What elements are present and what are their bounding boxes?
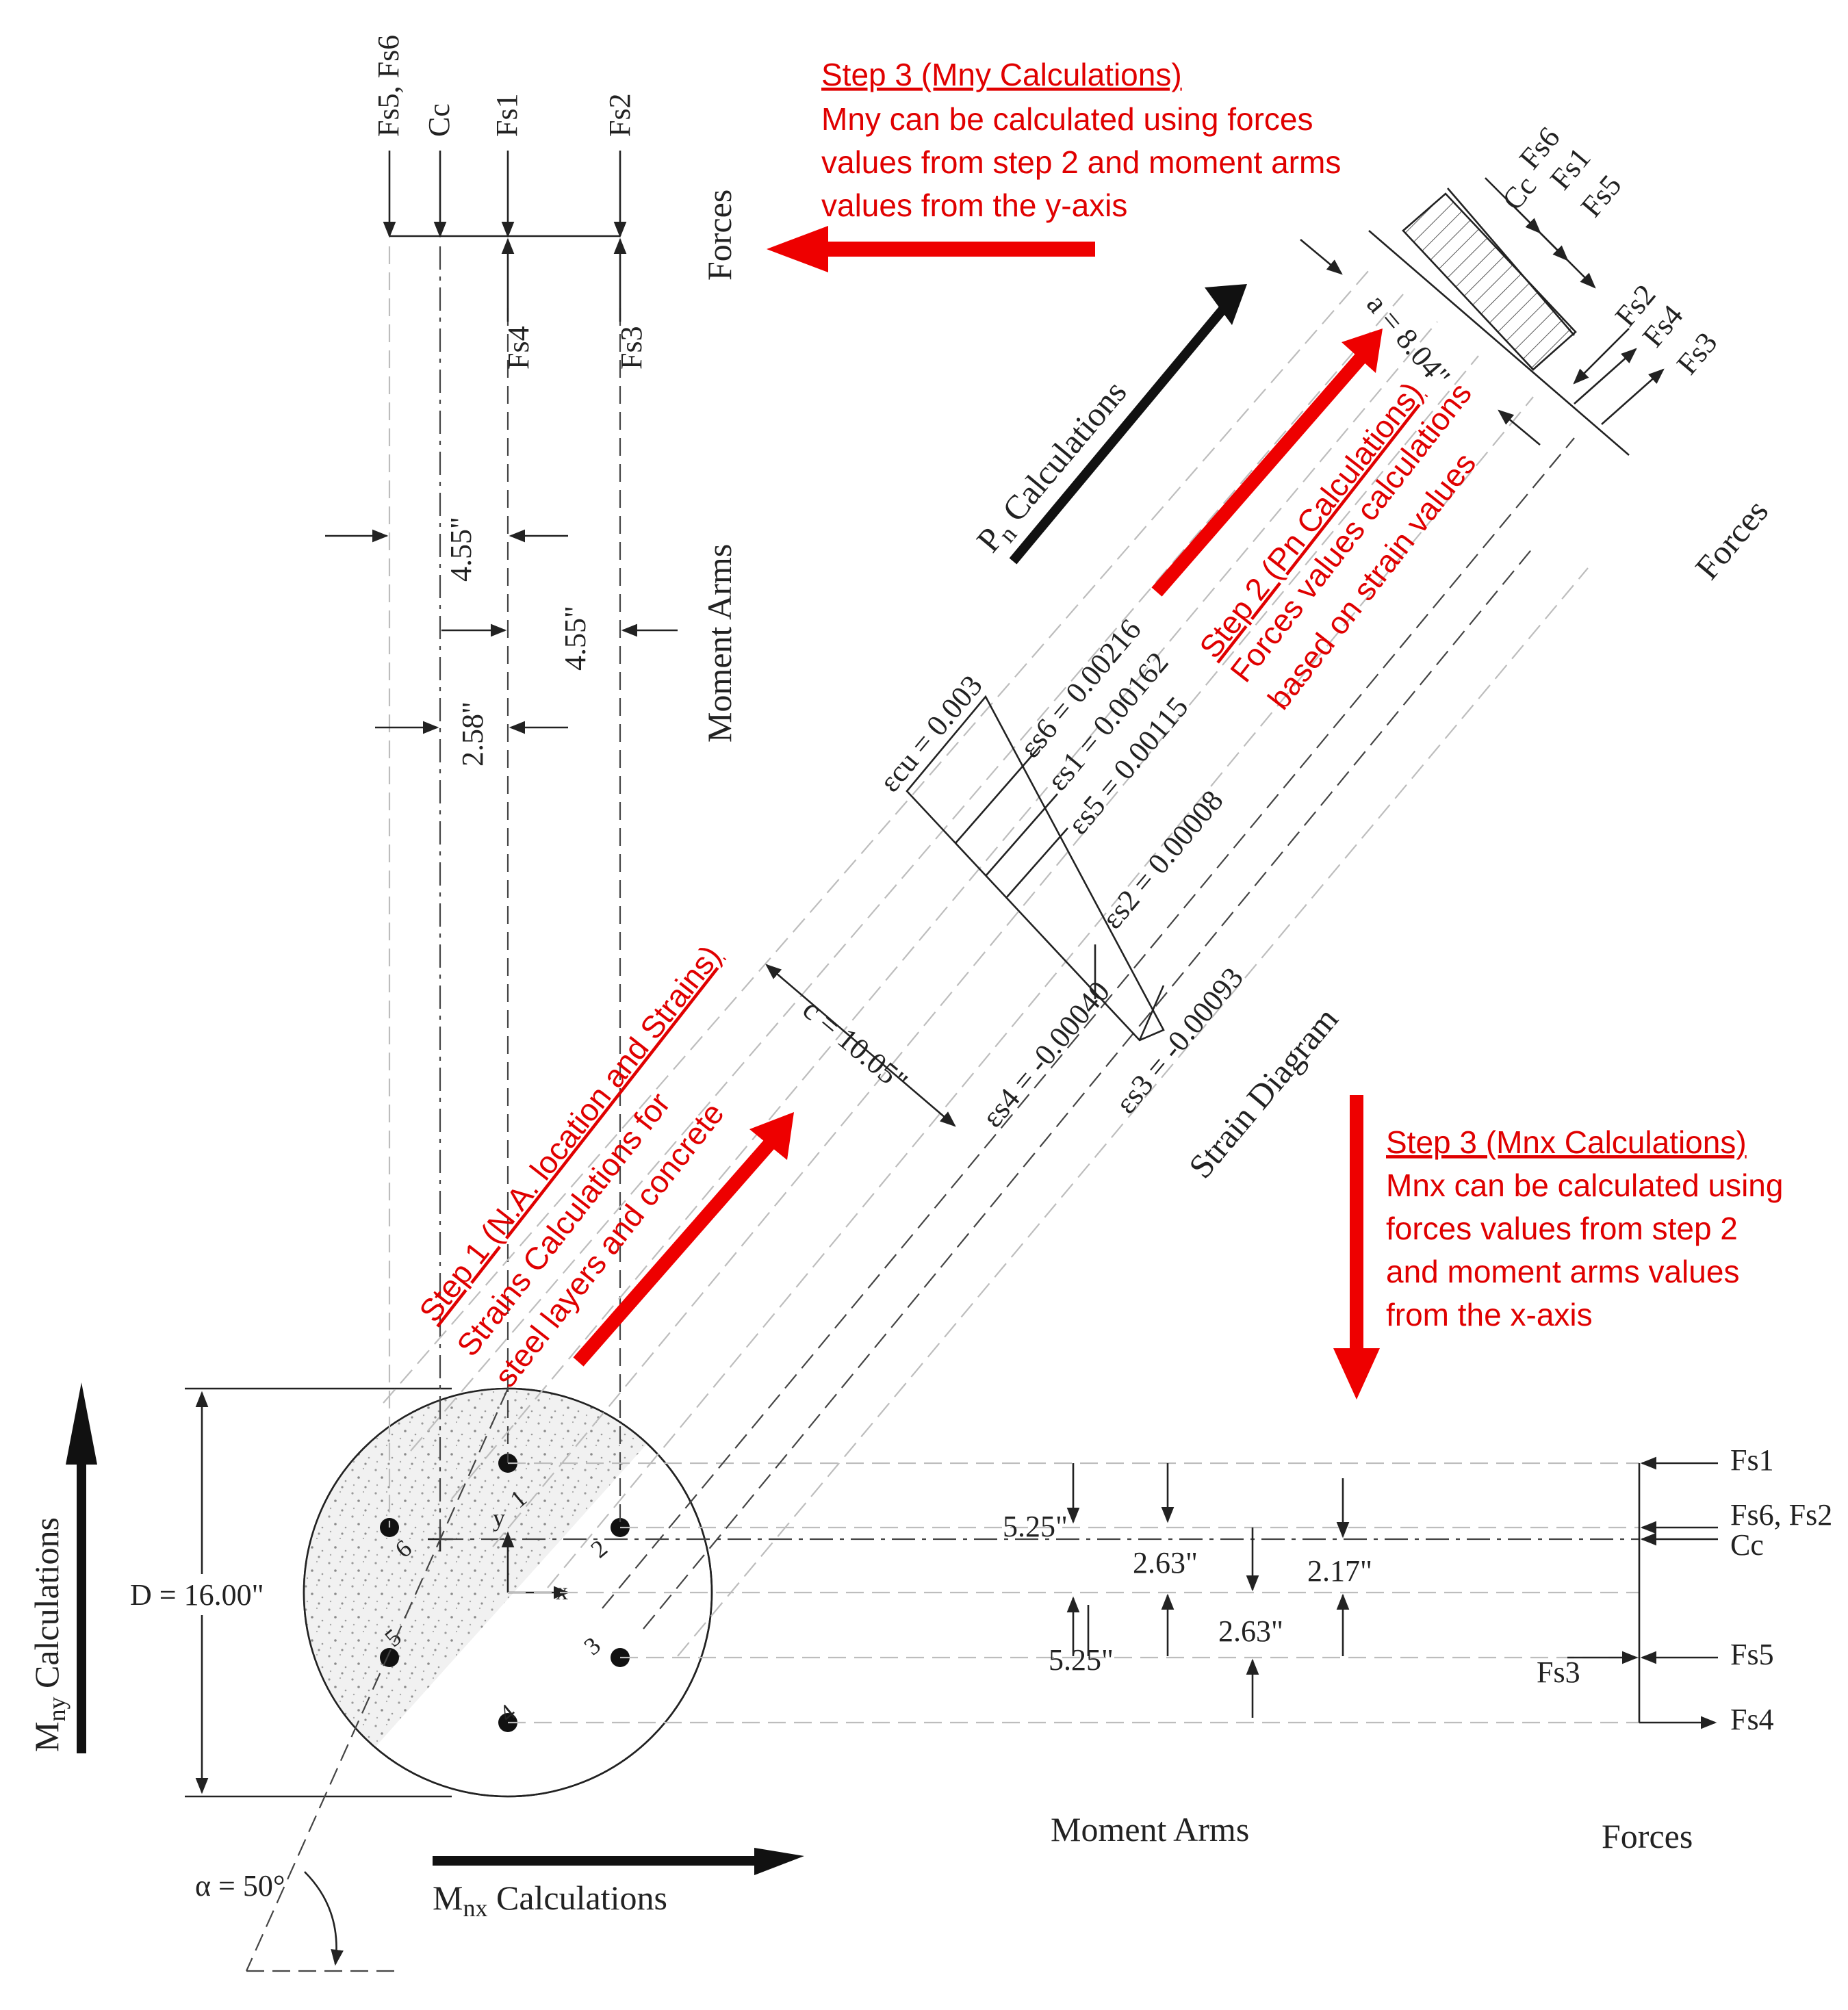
diameter-dimension: D = 16.00" <box>130 1387 452 1798</box>
force-label-fs2: Fs2 <box>603 93 637 137</box>
alpha-angle: α = 50° <box>195 1388 509 1972</box>
mnx-calculations-title: Mnx Calculations <box>433 1848 804 1922</box>
right-force-fs5: Fs5 <box>1730 1638 1774 1671</box>
moment-arms-title-top: Moment Arms <box>700 544 739 743</box>
moment-arm-cc-fs1: 2.58" <box>456 701 489 766</box>
right-force-diagram: Fs1 Fs6, Fs2 Cc Fs5 Fs3 Fs4 Forces <box>1537 1443 1832 1855</box>
force-label-fs3: Fs3 <box>615 326 648 370</box>
mny-calculations-title: Mny Calculations <box>27 1382 97 1753</box>
moment-arm-cc-x: 2.63" <box>1133 1546 1198 1580</box>
step1-note: Step 1 (N.A. location and Strains) Strai… <box>412 938 731 1393</box>
moment-arms-title-bottom: Moment Arms <box>1051 1810 1249 1848</box>
top-moment-arms: 4.55" 4.55" 2.58" Moment Arms <box>325 517 739 766</box>
force-label-cc: Cc <box>422 103 456 137</box>
right-force-fs1: Fs1 <box>1730 1443 1774 1477</box>
forces-title-top: Forces <box>700 190 739 281</box>
moment-arm-fs5-x: 2.63" <box>1218 1614 1283 1648</box>
moment-arm-fs5-fs1: 4.55" <box>444 517 478 582</box>
force-label-fs5-fs6: Fs5, Fs6 <box>372 35 405 137</box>
svg-text:Pn Calculations: Pn Calculations <box>969 373 1138 563</box>
c-dimension: c = 10.05" <box>797 992 914 1098</box>
step-arrows <box>573 226 1383 1400</box>
strain-es4: εs4 = -0.00040 <box>975 975 1116 1133</box>
right-moment-arms: 5.25" 2.63" 2.17" 2.63" 5.25" Moment Arm… <box>1003 1463 1372 1848</box>
right-force-cc: Cc <box>1730 1528 1764 1562</box>
projection-lines-horizontal <box>440 1462 1639 1724</box>
diag-force-fs3: Fs3 <box>1670 326 1723 381</box>
strain-es2: εs2 = 0.00008 <box>1095 784 1230 935</box>
diameter-label: D = 16.00" <box>130 1578 264 1612</box>
moment-arm-fs2-x: 2.17" <box>1307 1554 1372 1588</box>
step3-mnx-line4: from the x-axis <box>1386 1297 1593 1332</box>
top-force-diagram: Fs5, Fs6 Cc Fs1 Fs2 Fs4 Fs3 Forces <box>372 35 739 370</box>
y-axis-label: y <box>493 1504 505 1532</box>
right-force-fs6-fs2: Fs6, Fs2 <box>1730 1498 1832 1532</box>
force-label-fs1: Fs1 <box>490 93 524 137</box>
step3-mnx-line1: Mnx can be calculated using <box>1386 1168 1783 1203</box>
right-force-fs3: Fs3 <box>1537 1655 1580 1689</box>
step3-mnx-note: Step 3 (Mnx Calculations) Mnx can be cal… <box>1386 1124 1783 1332</box>
step3-mnx-line3: and moment arms values <box>1386 1254 1739 1289</box>
strain-es3: εs3 = -0.00093 <box>1109 961 1250 1120</box>
step3-mny-line2: values from step 2 and moment arms <box>821 144 1341 180</box>
step3-mny-line1: Mny can be calculated using forces <box>821 101 1313 137</box>
moment-arm-cc-fs2: 4.55" <box>559 606 592 671</box>
projection-lines-diagonal <box>383 270 1589 1657</box>
step3-mnx-title: Step 3 (Mnx Calculations) <box>1386 1124 1747 1160</box>
moment-arm-fs1-x: 5.25" <box>1003 1510 1068 1543</box>
svg-text:Mnx Calculations: Mnx Calculations <box>433 1879 667 1922</box>
step3-mnx-line2: forces values from step 2 <box>1386 1211 1738 1246</box>
pn-calculations-title: Pn Calculations <box>969 284 1247 565</box>
moment-arm-fs4-x: 5.25" <box>1049 1643 1114 1677</box>
forces-title-diagonal: Forces <box>1688 492 1776 587</box>
svg-text:Mny Calculations: Mny Calculations <box>27 1517 70 1752</box>
step2-note: Step 2 (Pn Calculations) Forces values c… <box>1192 375 1483 716</box>
step3-mny-line3: values from the y-axis <box>821 188 1127 223</box>
strain-diagram: εcu = 0.003 εs6 = 0.00216 εs1 = 0.00162 … <box>765 613 1346 1185</box>
x-axis-label: x <box>556 1577 568 1605</box>
alpha-label: α = 50° <box>195 1869 285 1903</box>
right-force-fs4: Fs4 <box>1730 1703 1774 1736</box>
strain-ecu: εcu = 0.003 <box>873 669 989 798</box>
forces-title-bottom: Forces <box>1602 1817 1693 1855</box>
diag-force-cc: Cc <box>1496 169 1543 216</box>
step3-mny-note: Step 3 (Mny Calculations) Mny can be cal… <box>821 57 1341 223</box>
step3-mny-title: Step 3 (Mny Calculations) <box>821 57 1182 92</box>
force-label-fs4: Fs4 <box>502 326 535 370</box>
